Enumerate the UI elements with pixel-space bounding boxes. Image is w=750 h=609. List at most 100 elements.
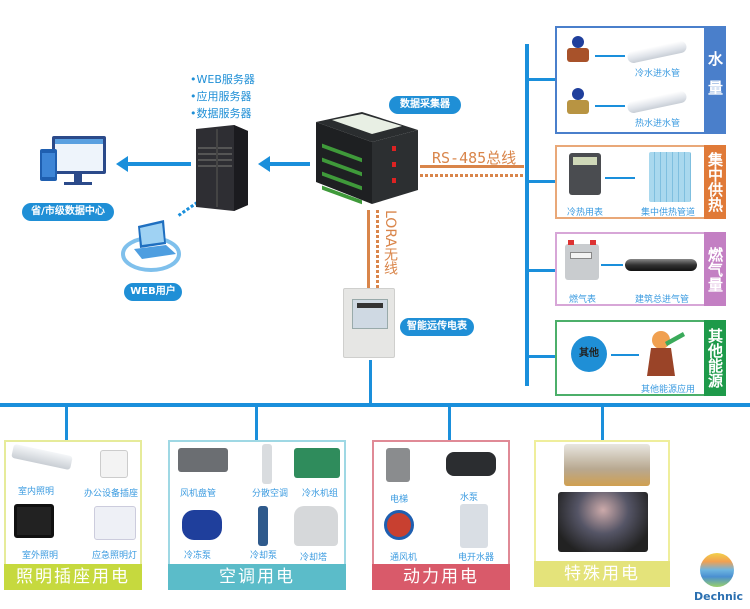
drop-hvac — [255, 405, 258, 440]
energy-tag-heating: 集中供热 — [704, 145, 726, 219]
smart-meter-icon — [343, 288, 395, 358]
energy-tag-text: 燃气量 — [706, 246, 724, 292]
server-item: •WEB服务器 — [190, 73, 255, 86]
smart-meter-label: 智能远传电表 — [400, 318, 474, 336]
server-item: •数据服务器 — [190, 107, 252, 120]
rs485-label: RS-485总线 — [432, 149, 517, 167]
server-rack-icon — [192, 125, 250, 213]
hot-water-meter-icon — [567, 88, 589, 114]
meter-drop-line — [369, 360, 372, 405]
brand-name: Dechnic — [694, 590, 744, 603]
branch-water — [525, 78, 555, 81]
cold-water-meter-icon — [567, 36, 589, 62]
other-circle: 其他 — [571, 336, 607, 372]
drop-lighting — [65, 405, 68, 440]
office-socket-icon — [100, 450, 128, 478]
rs485-dotted-line — [420, 174, 524, 177]
load-item-label: 冷水机组 — [302, 489, 339, 499]
arrow-to-data-center — [125, 162, 191, 166]
load-item-label: 电梯 — [390, 495, 409, 505]
energy-item-label: 冷水进水管 — [635, 69, 681, 79]
hot-water-pipe-icon — [626, 89, 688, 115]
load-item-label: 分散空调 — [252, 489, 289, 499]
web-user-laptop-icon — [120, 218, 182, 276]
load-item-label: 风机盘管 — [180, 489, 217, 499]
connector — [611, 354, 639, 356]
branch-other — [525, 355, 555, 358]
load-item-label: 办公设备插座 — [84, 489, 139, 499]
energy-tag-other: 其他能源 — [704, 320, 726, 396]
emergency-light-icon — [94, 506, 136, 540]
connector — [595, 55, 625, 57]
data-collector-icon — [312, 112, 422, 208]
arrow-head-left-icon — [258, 156, 270, 172]
lora-dotted-line — [376, 210, 379, 290]
connector — [601, 264, 623, 266]
chilled-pump-icon — [182, 510, 222, 540]
energy-box-gas: 燃气表 建筑总进气管 燃气量 — [555, 232, 726, 306]
lora-solid-line — [367, 210, 370, 290]
load-box-hvac: 风机盘管 分散空调 冷水机组 冷冻泵 冷却泵 冷却塔 空调用电 — [168, 440, 346, 590]
load-box-power: 电梯 水泵 通风机 电开水器 动力用电 — [372, 440, 510, 590]
elevator-icon — [386, 448, 410, 482]
connector — [605, 177, 635, 179]
load-box-special: 特殊用电 — [534, 440, 670, 587]
load-title-special: 特殊用电 — [534, 561, 670, 587]
kitchen-photo — [564, 444, 650, 486]
rs485-solid-line — [420, 165, 524, 168]
other-energy-app-icon — [645, 330, 685, 378]
branch-heating — [525, 180, 555, 183]
load-item-label: 冷冻泵 — [184, 551, 212, 561]
energy-item-label: 冷热用表 — [567, 208, 604, 218]
connector — [595, 105, 625, 107]
heat-meter-icon — [569, 153, 601, 195]
energy-item-label: 集中供热管道 — [641, 208, 696, 218]
energy-tag-text: 水量 — [706, 51, 724, 109]
right-vertical-bus — [525, 44, 529, 386]
load-item-label: 应急照明灯 — [92, 551, 138, 561]
ventilator-icon — [384, 510, 414, 540]
energy-item-label: 燃气表 — [569, 295, 597, 305]
control-room-photo — [558, 492, 648, 552]
outdoor-light-icon — [14, 504, 54, 538]
energy-tag-text: 其他能源 — [706, 328, 724, 388]
load-title-lighting: 照明插座用电 — [4, 564, 142, 590]
water-boiler-icon — [460, 504, 488, 548]
water-pump-icon — [446, 452, 496, 476]
chiller-icon — [294, 448, 340, 478]
gas-pipe-icon — [625, 259, 697, 271]
energy-box-water: 冷水进水管 热水进水管 水量 — [555, 26, 726, 134]
energy-item-label: 建筑总进气管 — [635, 295, 690, 305]
dechnic-logo-icon — [700, 553, 734, 587]
arrow-to-server — [268, 162, 310, 166]
fan-coil-icon — [178, 448, 228, 472]
load-item-label: 通风机 — [390, 553, 418, 563]
data-center-devices-icon — [38, 133, 108, 193]
load-box-lighting: 室内照明 办公设备插座 室外照明 应急照明灯 照明插座用电 — [4, 440, 142, 590]
collector-label: 数据采集器 — [389, 96, 461, 114]
energy-item-label: 热水进水管 — [635, 119, 681, 129]
load-title-power: 动力用电 — [372, 564, 510, 590]
energy-tag-text: 集中供热 — [706, 152, 724, 212]
load-title-hvac: 空调用电 — [168, 564, 346, 590]
load-item-label: 电开水器 — [458, 553, 495, 563]
energy-item-label: 其他能源应用 — [641, 385, 696, 395]
drop-power — [448, 405, 451, 440]
drop-special — [601, 405, 604, 440]
load-item-label: 冷却塔 — [300, 553, 328, 563]
cold-water-pipe-icon — [626, 39, 688, 65]
energy-tag-gas: 燃气量 — [704, 232, 726, 306]
load-item-label: 室内照明 — [18, 487, 55, 497]
split-ac-icon — [262, 444, 272, 484]
web-user-label: WEB用户 — [124, 283, 182, 301]
cooling-tower-icon — [294, 506, 338, 546]
indoor-light-icon — [11, 443, 73, 471]
server-item: •应用服务器 — [190, 90, 252, 103]
gas-meter-icon — [565, 240, 599, 280]
load-item-label: 冷却泵 — [250, 551, 278, 561]
radiator-icon — [649, 152, 691, 202]
lora-label: LORA无线 — [382, 210, 398, 276]
data-center-label: 省/市级数据中心 — [22, 203, 114, 221]
branch-gas — [525, 269, 555, 272]
energy-box-other: 其他 其他能源应用 其他能源 — [555, 320, 726, 396]
